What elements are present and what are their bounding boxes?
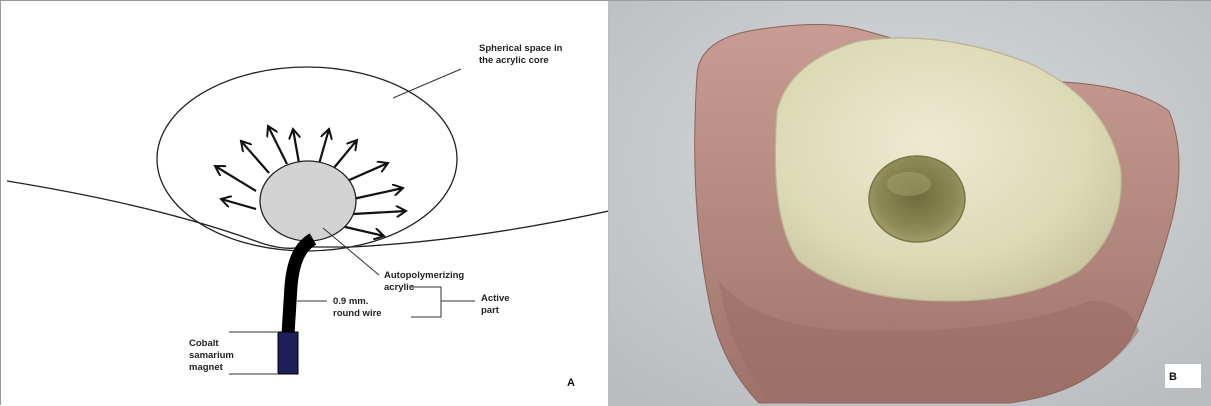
force-arrow [241, 141, 269, 173]
force-arrow [341, 226, 384, 236]
force-arrow [215, 166, 256, 191]
label-magnet-2: samarium [189, 350, 234, 361]
leader-line-acrylic [323, 228, 379, 275]
spherical-cavity [869, 156, 965, 242]
label-autopolymerizing-2: acrylic [384, 282, 414, 293]
panel-b-letter: B [1169, 371, 1177, 383]
label-autopolymerizing-1: Autopolymerizing [384, 270, 464, 281]
panel-a-diagram: Spherical space in the acrylic core Auto… [1, 1, 609, 406]
panel-b-photo: B [609, 1, 1211, 406]
force-arrow [319, 129, 329, 164]
label-spherical-space-1: Spherical space in [479, 43, 563, 54]
label-magnet-1: Cobalt [189, 338, 219, 349]
panel-a-letter: A [567, 377, 575, 389]
label-active-2: part [481, 305, 500, 316]
force-arrow [347, 163, 388, 181]
label-active-1: Active [481, 293, 510, 304]
appliance-photo-svg: B [609, 1, 1211, 406]
label-wire-1: 0.9 mm. [333, 296, 368, 307]
cavity-highlight [887, 172, 931, 196]
label-wire-2: round wire [333, 308, 382, 319]
leader-line-spherical [393, 69, 461, 98]
force-arrow [333, 140, 357, 169]
round-wire [288, 239, 313, 334]
force-arrow [221, 199, 256, 209]
force-arrow [268, 126, 287, 164]
cobalt-samarium-magnet [278, 332, 298, 374]
label-spherical-space-2: the acrylic core [479, 55, 549, 66]
acrylic-ball [260, 161, 356, 241]
active-part-bracket [411, 287, 475, 317]
force-arrow [353, 211, 406, 214]
label-magnet-3: magnet [189, 362, 224, 373]
force-arrow [353, 188, 403, 199]
force-arrow [293, 129, 299, 163]
diagram-svg: Spherical space in the acrylic core Auto… [1, 1, 609, 406]
